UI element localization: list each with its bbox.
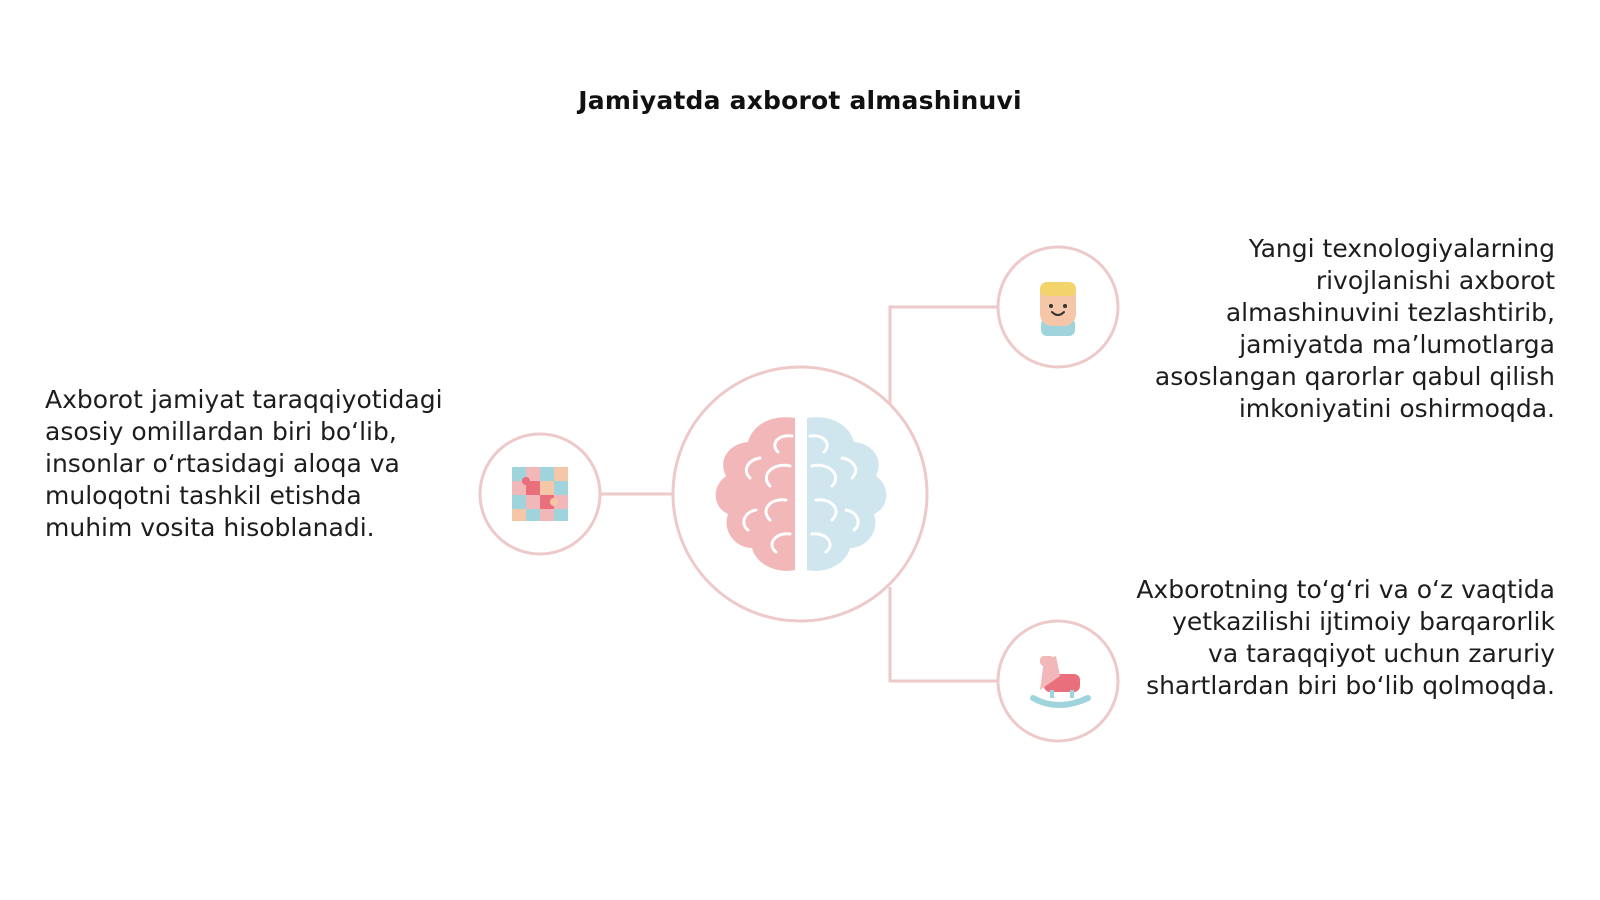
connector-bottom-right (888, 587, 998, 683)
text-bottom-right: Axborotning to‘g‘ri va o‘z vaqtida yetka… (1136, 575, 1555, 700)
rocking-horse-icon (1030, 656, 1091, 708)
brain-icon (715, 417, 887, 571)
top-right-node (996, 245, 1120, 369)
puzzle-icon (512, 467, 568, 521)
child-face-icon (1040, 282, 1076, 336)
center-node (671, 365, 929, 623)
left-node (478, 432, 602, 556)
connector-top-right (888, 305, 998, 404)
text-top-right: Yangi texnologiyalarning rivojlanishi ax… (1154, 234, 1555, 423)
connectors (601, 305, 998, 683)
diagram-title: Jamiyatda axborot almashinuvi (578, 86, 1022, 115)
bottom-right-node (996, 619, 1120, 743)
text-left: Axborot jamiyat taraqqiyotidagi asosiy o… (45, 385, 443, 542)
